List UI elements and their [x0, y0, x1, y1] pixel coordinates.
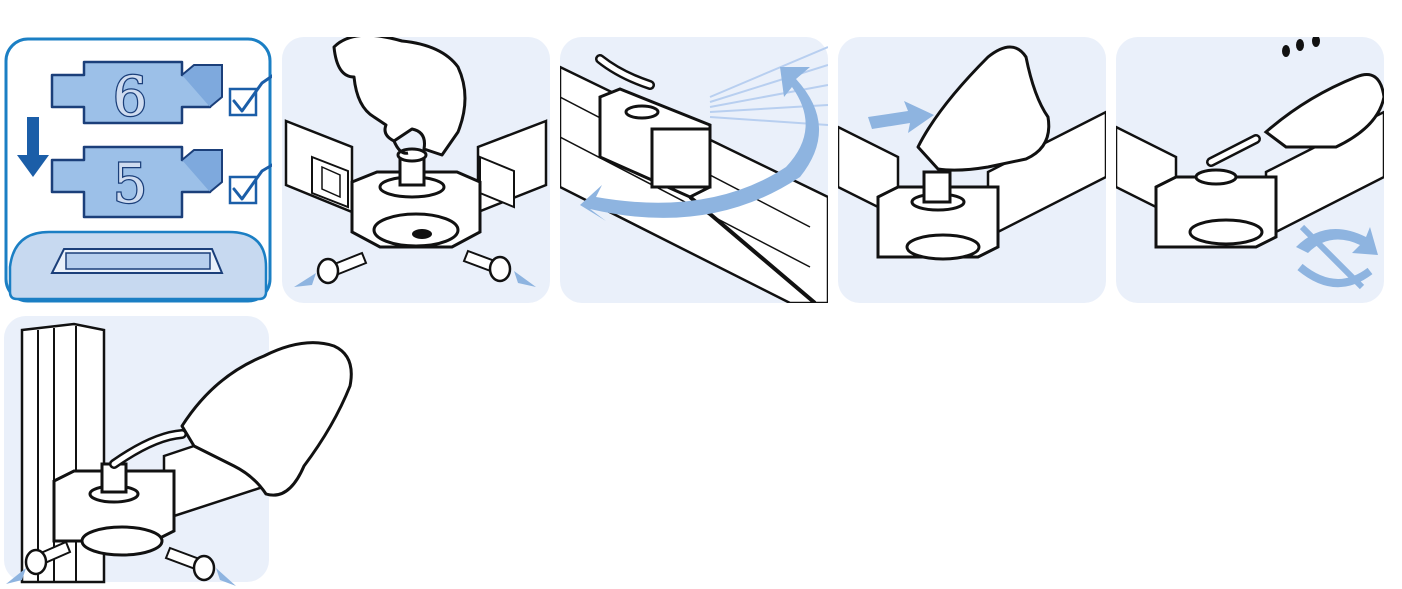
- push-arrow-icon: [6, 568, 26, 584]
- step-4-panel: [838, 37, 1106, 303]
- screw-icon: [462, 249, 512, 283]
- step-1-panel: 6 5: [4, 37, 272, 303]
- hand-icon: [916, 45, 1051, 172]
- screw-icon: [164, 546, 216, 582]
- push-arrow-icon: [514, 271, 536, 287]
- water-drops-icon: [1282, 37, 1320, 57]
- hand-icon: [332, 37, 467, 157]
- push-arrow-icon: [216, 568, 236, 586]
- step-6-panel: [4, 316, 359, 589]
- push-arrow-icon: [868, 101, 934, 133]
- hand-icon: [1263, 73, 1384, 149]
- step-4-illustration: [838, 37, 1106, 303]
- crossed-rotation-icon: [1296, 224, 1378, 290]
- checkbox-checked-icon: [228, 74, 272, 117]
- step-5-illustration: [1116, 37, 1384, 303]
- step-5-panel: [1116, 37, 1384, 303]
- checkbox-checked-icon: [228, 163, 272, 205]
- down-arrow-icon: [17, 117, 49, 177]
- size-label-6: 6: [113, 65, 147, 128]
- tab-size-6: 6: [50, 60, 223, 129]
- step-3-illustration: [560, 37, 828, 303]
- size-label-5: 5: [113, 152, 147, 215]
- hand-icon: [180, 341, 353, 497]
- push-arrow-icon: [294, 273, 316, 287]
- curved-arrow-icon: [580, 67, 820, 221]
- step-2-panel: [282, 37, 550, 303]
- step-6-illustration: [4, 316, 353, 586]
- step-3-panel: [560, 37, 828, 303]
- step-2-illustration: [282, 37, 550, 303]
- tab-size-5: 5: [50, 145, 223, 219]
- screw-icon: [24, 540, 72, 576]
- step-1-illustration: 6 5: [4, 37, 272, 303]
- screw-icon: [316, 251, 368, 285]
